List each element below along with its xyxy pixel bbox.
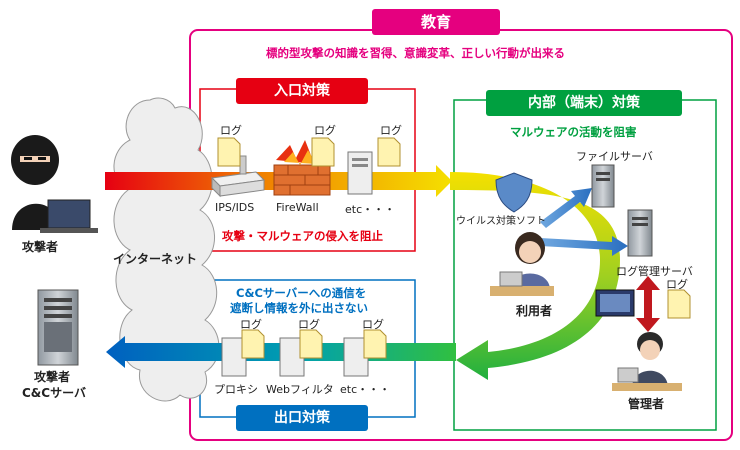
arrow-to-file-server xyxy=(540,188,592,228)
exit-item-etc: etc・・・ xyxy=(340,383,391,396)
admin-label: 管理者 xyxy=(628,397,665,411)
internal-title: 内部（端末）対策 xyxy=(486,90,682,116)
entry-log-docs xyxy=(217,137,401,167)
admin-log-doc xyxy=(667,289,691,319)
monitor-graphic xyxy=(595,289,635,317)
entry-etc-server-graphic xyxy=(347,151,373,195)
antivirus-label: ウイルス対策ソフト xyxy=(456,216,546,227)
entry-item-ips: IPS/IDS xyxy=(215,201,255,214)
exit-log-docs xyxy=(241,329,387,359)
internal-caption: マルウェアの活動を阻害 xyxy=(510,125,637,139)
entry-item-firewall: FireWall xyxy=(276,201,319,214)
exit-log-label-1: ログ xyxy=(240,318,262,331)
entry-caption: 攻撃・マルウェアの侵入を阻止 xyxy=(222,229,383,243)
exit-item-webfilter: Webフィルタ xyxy=(266,383,334,396)
exit-caption-line2: 遮断し情報を外に出さない xyxy=(230,301,368,315)
file-server-graphic xyxy=(591,164,615,208)
user-label: 利用者 xyxy=(516,304,553,318)
ips-device-graphic xyxy=(210,155,266,198)
exit-log-label-3: ログ xyxy=(362,318,384,331)
exit-caption-line1: C&Cサーバーへの通信を xyxy=(236,286,367,300)
exit-title: 出口対策 xyxy=(236,405,368,431)
entry-log-label-1: ログ xyxy=(220,124,242,137)
arrow-to-log-server xyxy=(540,236,628,256)
education-subtitle: 標的型攻撃の知識を習得、意識変革、正しい行動が出来る xyxy=(266,46,565,60)
red-double-arrow xyxy=(636,276,660,332)
exit-log-label-2: ログ xyxy=(298,318,320,331)
education-title: 教育 xyxy=(372,9,500,35)
log-server-graphic xyxy=(627,209,653,257)
file-server-label: ファイルサーバ xyxy=(576,150,653,163)
attacker-label: 攻撃者 xyxy=(22,240,59,254)
cc-server-label-line1: 攻撃者 xyxy=(34,370,71,384)
internet-label: インターネット xyxy=(113,252,198,266)
entry-log-label-2: ログ xyxy=(314,124,336,137)
cc-server-label-line2: C&Cサーバ xyxy=(22,386,86,400)
antivirus-shield xyxy=(495,172,533,213)
attacker-figure xyxy=(11,135,98,233)
log-server-label: ログ管理サーバ xyxy=(616,265,693,278)
admin-figure xyxy=(612,332,682,391)
exit-item-proxy: プロキシ xyxy=(214,383,258,396)
cc-server-graphic xyxy=(37,289,79,366)
user-figure xyxy=(490,232,554,296)
return-curve-arrow xyxy=(450,172,620,380)
admin-log-label: ログ xyxy=(666,278,688,291)
entry-item-etc: etc・・・ xyxy=(345,203,396,216)
entry-title: 入口対策 xyxy=(236,78,368,104)
entry-log-label-3: ログ xyxy=(380,124,402,137)
